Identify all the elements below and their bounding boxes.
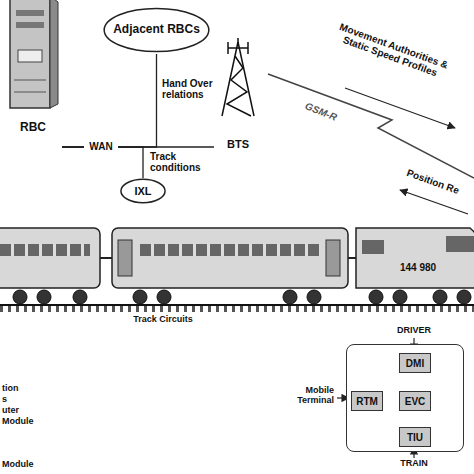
- module-box: EVC: [399, 391, 431, 411]
- legend-fragment: tion: [2, 384, 42, 394]
- actor-label: DRIVER: [388, 326, 440, 336]
- edge-label: Track conditions: [150, 151, 212, 173]
- node-label: Adjacent RBCs: [113, 23, 200, 36]
- coupling: [100, 257, 112, 259]
- node-label: EVC: [405, 396, 426, 407]
- track-label: Track Circuits: [118, 315, 208, 325]
- sleepers: [0, 304, 474, 312]
- drive-slot: [16, 10, 44, 16]
- loco-number: 144 980: [392, 262, 444, 273]
- tower-leg: [238, 42, 254, 116]
- node-label: RTM: [356, 396, 378, 407]
- node-label: TIU: [407, 432, 423, 443]
- wheel: [307, 290, 321, 304]
- edge-label: Hand Over relations: [162, 78, 218, 100]
- cab-window: [446, 236, 474, 252]
- antenna: [247, 42, 249, 54]
- antenna: [237, 38, 239, 44]
- ixl-ellipse: IXL: [120, 178, 166, 204]
- panel-line: [14, 80, 46, 81]
- bracing: [227, 56, 251, 116]
- window: [362, 240, 384, 254]
- ellipse-outline: [104, 8, 209, 51]
- legend-fragment: Module: [2, 417, 42, 427]
- bts-illustration: [214, 38, 262, 152]
- bogies: [13, 290, 471, 304]
- door: [118, 240, 132, 276]
- wheel: [433, 290, 447, 304]
- locomotive: [356, 228, 474, 288]
- legend-fragment: uter: [2, 406, 42, 416]
- wheel: [157, 290, 171, 304]
- wheel: [13, 290, 27, 304]
- module-box: TIU: [399, 427, 431, 447]
- message-label: Movement Authorities & Static Speed Prof…: [322, 17, 461, 86]
- legend-fragment: s: [2, 395, 42, 405]
- rbc-ellipse: Adjacent RBCs: [102, 6, 211, 54]
- rail: [0, 304, 474, 306]
- message-arrow: [345, 88, 455, 128]
- legend-fragment: Module: [2, 460, 42, 470]
- coach: [112, 228, 348, 288]
- panel: [18, 50, 42, 62]
- cabinet: [10, 0, 50, 108]
- train: [0, 228, 474, 304]
- antenna-bar: [228, 47, 248, 49]
- onboard-box: DMI RTM EVC TIU: [346, 344, 464, 452]
- drive-slot: [16, 22, 44, 28]
- wheel: [37, 290, 51, 304]
- wheel: [73, 290, 87, 304]
- coupling: [348, 257, 356, 259]
- rbc-server: RBC: [4, 0, 62, 150]
- ellipse-outline: [121, 179, 165, 202]
- bts-tower: BTS: [214, 38, 262, 152]
- actor-label: TRAIN: [389, 459, 439, 469]
- actor-label: Mobile Terminal: [282, 386, 334, 406]
- module-box: RTM: [351, 391, 383, 411]
- node-label: BTS: [227, 138, 249, 150]
- wheel: [283, 290, 297, 304]
- edge-label: WAN: [84, 141, 118, 152]
- wheel: [393, 290, 407, 304]
- radio-link: [268, 74, 474, 178]
- node-label: IXL: [134, 185, 151, 197]
- wheel: [457, 290, 471, 304]
- link-label: GSM-R: [296, 97, 346, 126]
- wheel: [133, 290, 147, 304]
- node-label: DMI: [406, 358, 424, 369]
- door: [326, 240, 340, 276]
- coach: [0, 228, 100, 288]
- module-box: DMI: [399, 353, 431, 373]
- panel-line: [14, 92, 46, 93]
- wheel: [369, 290, 383, 304]
- window-band: [140, 244, 320, 256]
- antenna: [227, 42, 229, 54]
- cabinet-side: [50, 0, 58, 108]
- node-label: RBC: [20, 121, 46, 134]
- window-band: [0, 244, 90, 256]
- connector: [62, 54, 157, 147]
- tower: [222, 38, 254, 116]
